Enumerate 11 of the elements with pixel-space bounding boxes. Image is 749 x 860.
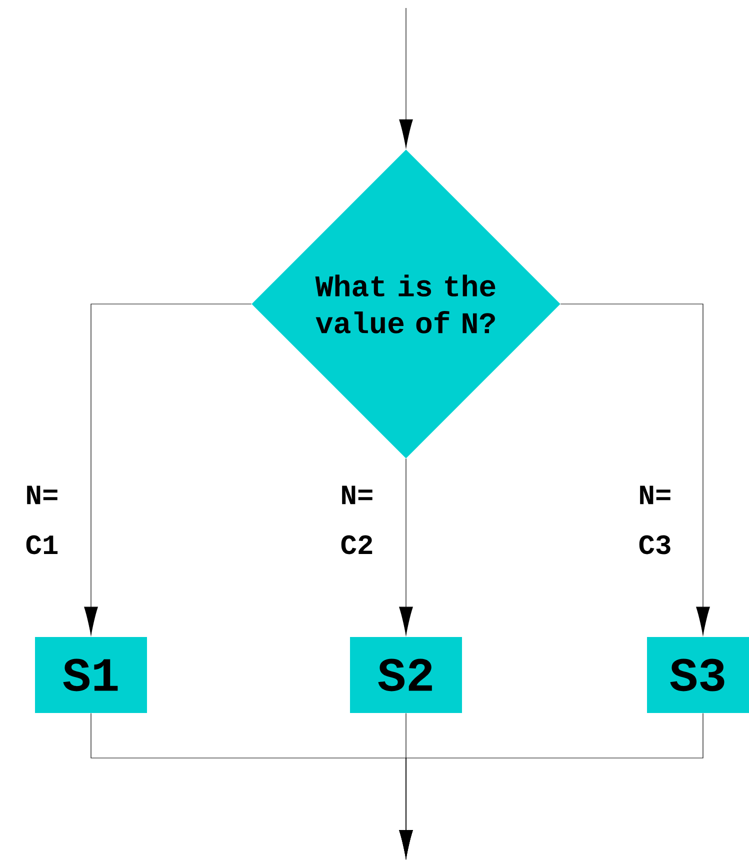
- edge-label: N= C2: [326, 484, 388, 556]
- arrow: [399, 712, 704, 858]
- process-box: S3: [647, 637, 749, 713]
- edge-label: N= C1: [11, 484, 73, 556]
- process-box: S1: [35, 637, 147, 713]
- arrow: [560, 304, 710, 636]
- edge-label: N= C3: [624, 484, 686, 556]
- process-box: S2: [350, 637, 462, 713]
- arrow: [84, 304, 252, 636]
- arrow: [399, 458, 413, 636]
- arrow: [399, 8, 413, 148]
